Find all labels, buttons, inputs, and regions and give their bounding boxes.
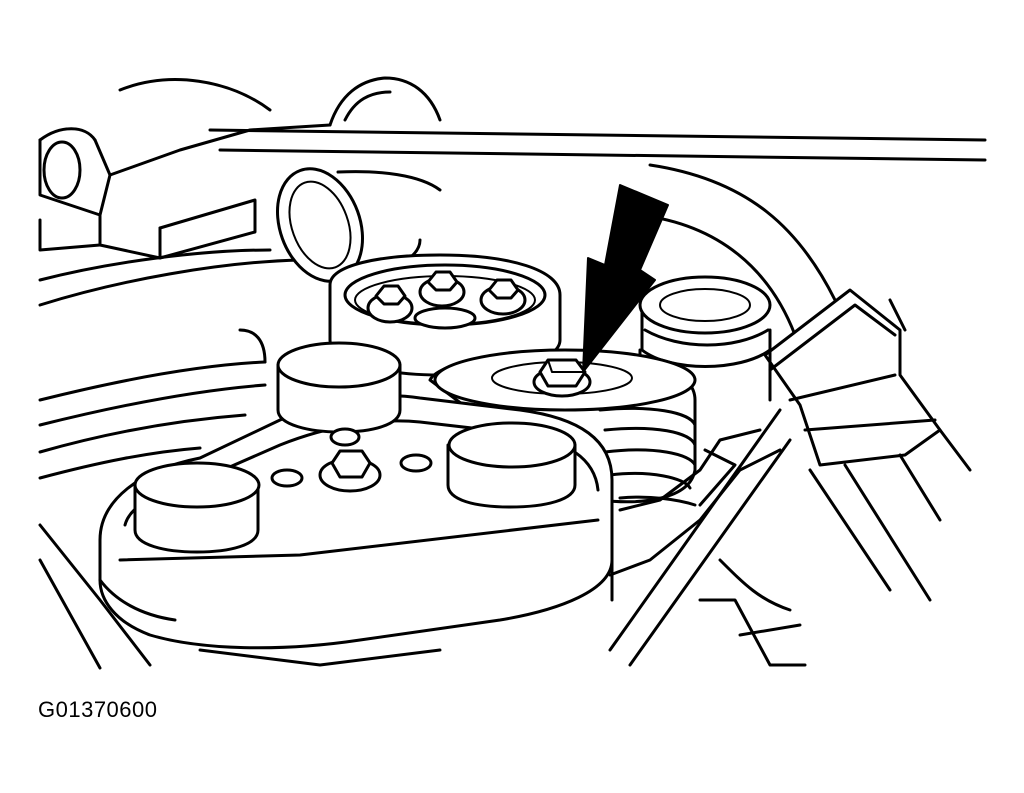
left-belt-grooves [38,328,267,480]
upper-pulley-bolt-right [479,278,527,316]
dowel-top [276,341,402,434]
dowel-right [446,421,577,509]
plate-holes [270,427,433,488]
upper-pulley-bolt-center [418,270,466,308]
figure-code: G01370600 [38,697,158,722]
hex-bolt-icon [532,358,592,398]
lower-left-frame [38,523,442,670]
pointer-arrow-icon [582,184,669,373]
right-pulley-stack [638,275,772,402]
top-rail [208,76,987,162]
upper-pulley-bolt-left [366,284,414,324]
lower-right-housing [608,408,932,667]
dowel-left [133,461,261,554]
center-bolt-icon [318,449,382,493]
right-tube [638,163,972,522]
